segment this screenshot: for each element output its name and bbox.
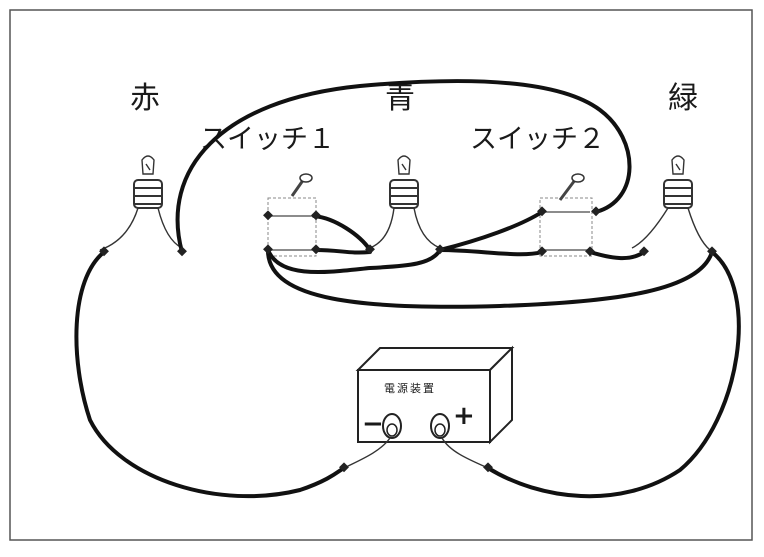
wire-plus-lead: [441, 437, 489, 469]
bulb-red-icon: [99, 155, 183, 251]
terminal-node-icon: [639, 246, 649, 257]
terminal-node-icon: [537, 246, 547, 257]
terminal-node-icon: [263, 210, 273, 221]
terminal-node-icon: [365, 244, 375, 255]
wire-switch2-green: [588, 250, 646, 260]
wire-left-loop: [74, 250, 346, 499]
terminal-node-icon: [435, 244, 445, 255]
wire-blue-switch2: [438, 210, 544, 252]
wire-minus-lead: [343, 437, 391, 469]
wire-switch1-blue-top: [312, 214, 372, 252]
diagram-frame: [9, 9, 753, 541]
label-switch-2: スイッチ２: [470, 124, 605, 155]
wire-switch1-blue-lower: [314, 248, 372, 255]
label-switch-1: スイッチ１: [200, 124, 335, 155]
terminal-node-icon: [311, 244, 321, 255]
wire-loop-switch1: [266, 248, 442, 275]
label-blue: 青: [385, 81, 415, 116]
terminal-node-icon: [585, 246, 595, 257]
label-red: 赤: [130, 81, 160, 116]
bulb-blue-icon: [369, 155, 441, 249]
wire-blue-switch2-b: [438, 248, 544, 257]
power-supply-icon: [355, 345, 515, 445]
wire-top-arc: [175, 79, 632, 254]
switch-1-icon: [267, 173, 317, 257]
wires: [74, 79, 741, 499]
terminal-node-icon: [99, 246, 109, 257]
terminal-node-icon: [591, 206, 601, 217]
switch-2-icon: [539, 173, 593, 257]
terminal-node-icon: [707, 246, 717, 257]
terminal-node-icon: [177, 246, 187, 257]
terminal-nodes: [99, 206, 717, 473]
terminal-node-icon: [263, 244, 273, 255]
terminal-node-icon: [339, 462, 349, 473]
label-green: 緑: [668, 81, 698, 116]
bulb-green-icon: [631, 155, 711, 251]
terminal-node-icon: [483, 462, 493, 473]
terminal-node-icon: [311, 210, 321, 221]
plus-terminal-label: +: [453, 401, 475, 431]
wire-long-loop: [266, 250, 714, 309]
power-supply-label: 電源装置: [384, 381, 436, 395]
minus-terminal-label: −: [362, 409, 384, 439]
terminal-node-icon: [537, 206, 547, 217]
wire-right-loop: [486, 250, 741, 499]
